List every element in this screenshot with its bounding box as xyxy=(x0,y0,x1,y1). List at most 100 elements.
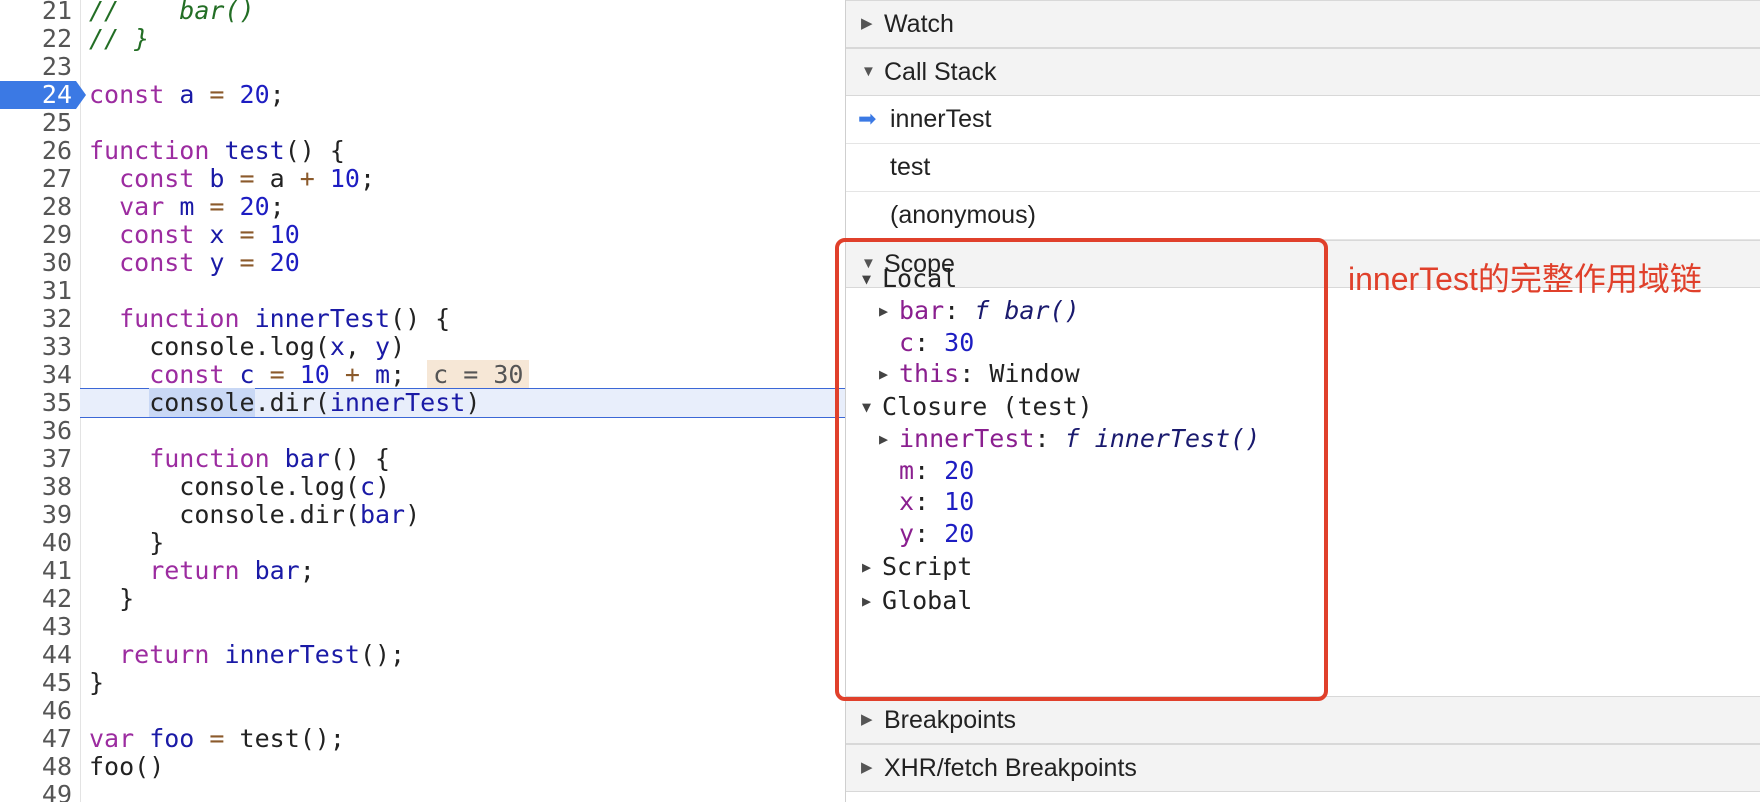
scope-property[interactable]: x: 10 xyxy=(879,485,974,519)
line-number[interactable]: 38 xyxy=(41,472,72,501)
line-number[interactable]: 36 xyxy=(41,416,72,445)
code-line[interactable]: 34 const c = 10 + m;c = 30 xyxy=(0,360,845,389)
line-number[interactable]: 47 xyxy=(41,724,72,753)
code-line[interactable]: 49 xyxy=(0,781,845,802)
code-line[interactable]: 28 var m = 20; xyxy=(0,193,845,221)
scope-property[interactable]: ▶innerTest: f innerTest() xyxy=(879,422,1260,456)
line-number[interactable]: 29 xyxy=(41,220,72,249)
line-number[interactable]: 46 xyxy=(41,696,72,725)
collapse-triangle-icon[interactable]: ▼ xyxy=(862,270,872,288)
line-number[interactable]: 49 xyxy=(41,780,72,802)
code-token xyxy=(255,220,270,249)
line-number[interactable]: 48 xyxy=(41,752,72,781)
code-line[interactable]: 33 console.log(x, y) xyxy=(0,333,845,361)
code-line[interactable]: 31 xyxy=(0,277,845,305)
code-token: function xyxy=(89,304,240,333)
code-line[interactable]: 27 const b = a + 10; xyxy=(0,165,845,193)
code-token: , xyxy=(344,332,375,361)
scope-property[interactable]: ▶bar: f bar() xyxy=(879,294,1080,328)
line-number[interactable]: 31 xyxy=(41,276,72,305)
line-number[interactable]: 25 xyxy=(41,108,72,137)
line-number[interactable]: 43 xyxy=(41,612,72,641)
scope-text: 10 xyxy=(944,487,975,516)
scope-group[interactable]: ▼Closure (test) xyxy=(862,390,1093,424)
line-number[interactable]: 33 xyxy=(41,332,72,361)
line-number[interactable]: 23 xyxy=(41,52,72,81)
line-number[interactable]: 39 xyxy=(41,500,72,529)
scope-text: c xyxy=(899,328,915,357)
code-text: return bar; xyxy=(89,557,315,585)
code-token: = xyxy=(269,360,285,389)
line-number[interactable]: 22 xyxy=(41,24,72,53)
code-line[interactable]: 46 xyxy=(0,697,845,725)
scope-property[interactable]: ▶this: Window xyxy=(879,357,1080,391)
line-number[interactable]: 26 xyxy=(41,136,72,165)
line-number[interactable]: 40 xyxy=(41,528,72,557)
scope-property[interactable]: m: 20 xyxy=(879,454,974,488)
line-number[interactable]: 21 xyxy=(41,0,72,25)
scope-group[interactable]: ▼Local xyxy=(862,262,957,296)
line-number[interactable]: 27 xyxy=(41,164,72,193)
call-stack-frame[interactable]: test xyxy=(846,144,1760,192)
code-line[interactable]: 43 xyxy=(0,613,845,641)
code-line[interactable]: 45} xyxy=(0,669,845,697)
code-line[interactable]: 42 } xyxy=(0,585,845,613)
line-number[interactable]: 30 xyxy=(41,248,72,277)
call-stack-section-header[interactable]: ▼ Call Stack xyxy=(846,48,1760,96)
scope-text: 20 xyxy=(944,456,975,485)
expand-triangle-icon[interactable]: ▶ xyxy=(879,430,889,448)
code-line[interactable]: 22// } xyxy=(0,25,845,53)
line-number[interactable]: 44 xyxy=(41,640,72,669)
expand-triangle-icon[interactable]: ▶ xyxy=(862,558,872,576)
code-line[interactable]: 44 return innerTest(); xyxy=(0,641,845,669)
breakpoint-line-number[interactable]: 24 xyxy=(0,81,86,109)
line-number[interactable]: 41 xyxy=(41,556,72,585)
expand-triangle-icon[interactable]: ▶ xyxy=(879,365,889,383)
scope-property[interactable]: y: 20 xyxy=(879,517,974,551)
code-line[interactable]: 23 xyxy=(0,53,845,81)
code-line[interactable]: 37 function bar() { xyxy=(0,445,845,473)
line-number[interactable]: 32 xyxy=(41,304,72,333)
code-line[interactable]: 29 const x = 10 xyxy=(0,221,845,249)
expand-triangle-icon[interactable]: ▶ xyxy=(879,302,889,320)
collapse-triangle-icon[interactable]: ▼ xyxy=(862,398,872,416)
line-number[interactable]: 34 xyxy=(41,360,72,389)
scope-group[interactable]: ▶Script xyxy=(862,550,972,584)
code-line[interactable]: 38 console.log(c) xyxy=(0,473,845,501)
code-line[interactable]: 35 console.dir(innerTest) xyxy=(42,388,845,418)
code-line[interactable]: 36 xyxy=(0,417,845,445)
line-number[interactable]: 35 xyxy=(41,388,72,417)
watch-section-header[interactable]: ▶ Watch xyxy=(846,0,1760,48)
code-line[interactable]: 21 // bar() xyxy=(0,0,845,25)
line-number[interactable]: 42 xyxy=(41,584,72,613)
call-stack-frame[interactable]: (anonymous) xyxy=(846,192,1760,240)
xhr-breakpoints-section-header[interactable]: ▶ XHR/fetch Breakpoints xyxy=(846,744,1760,792)
scope-section-header[interactable]: ▼ Scope xyxy=(846,240,1760,288)
scope-text: f innerTest() xyxy=(1064,424,1261,453)
call-stack-frame[interactable]: ➡ innerTest xyxy=(846,96,1760,144)
code-token: function xyxy=(89,136,210,165)
code-text: } xyxy=(89,669,104,697)
code-text: // bar() xyxy=(89,0,255,25)
scope-property[interactable]: c: 30 xyxy=(879,326,974,360)
code-line[interactable]: 40 } xyxy=(0,529,845,557)
code-line[interactable]: 39 console.dir(bar) xyxy=(0,501,845,529)
code-token: a xyxy=(164,80,210,109)
code-line[interactable]: 25 xyxy=(0,109,845,137)
code-line[interactable]: 30 const y = 20 xyxy=(0,249,845,277)
expand-triangle-icon[interactable]: ▶ xyxy=(862,592,872,610)
code-token: .dir( xyxy=(254,388,330,417)
line-number[interactable]: 45 xyxy=(41,668,72,697)
breakpoints-section-header[interactable]: ▶ Breakpoints xyxy=(846,696,1760,744)
line-number[interactable]: 28 xyxy=(41,192,72,221)
code-text: const b = a + 10; xyxy=(89,165,375,193)
code-line[interactable]: 32 function innerTest() { xyxy=(0,305,845,333)
line-number[interactable]: 37 xyxy=(41,444,72,473)
code-line[interactable]: 41 return bar; xyxy=(0,557,845,585)
scope-group[interactable]: ▶Global xyxy=(862,584,972,618)
